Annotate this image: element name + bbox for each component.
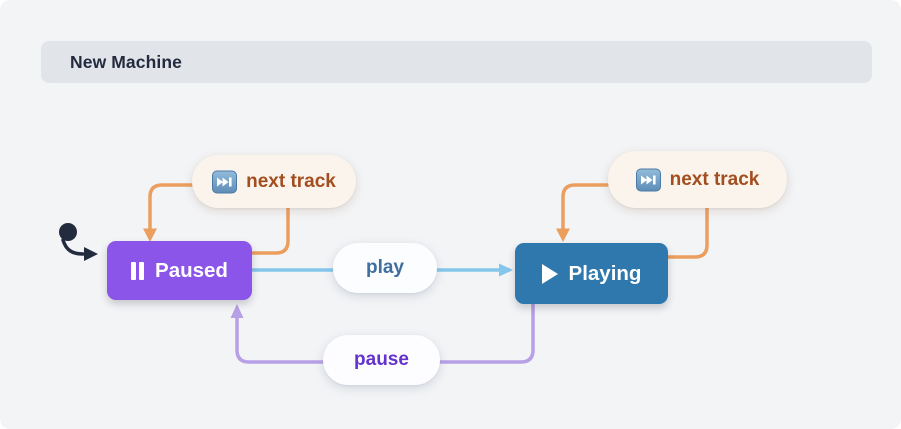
- state-label: Paused: [155, 258, 228, 282]
- machine-title: New Machine: [70, 51, 182, 72]
- state-node-paused[interactable]: Paused: [107, 241, 252, 300]
- play-icon: [541, 263, 558, 284]
- next-track-icon: [212, 170, 238, 193]
- event-label: next track: [246, 170, 336, 192]
- event-next-track-playing[interactable]: next track: [608, 151, 787, 208]
- state-label: Playing: [568, 261, 642, 285]
- next-track-icon: [635, 168, 661, 191]
- event-label: pause: [354, 349, 409, 370]
- initial-state-marker[interactable]: [59, 223, 98, 261]
- next-track-playing-edge[interactable]: [556, 183, 709, 259]
- event-label: play: [365, 257, 405, 278]
- machine-title-bar[interactable]: New Machine: [41, 41, 872, 83]
- pause-icon: [131, 261, 145, 280]
- event-pause[interactable]: pause: [323, 335, 440, 385]
- event-next-track-paused[interactable]: next track: [192, 155, 356, 208]
- event-label: next track: [669, 168, 760, 190]
- event-play[interactable]: play: [333, 243, 437, 293]
- next-track-paused-edge[interactable]: [143, 183, 290, 255]
- state-node-playing[interactable]: Playing: [515, 243, 668, 304]
